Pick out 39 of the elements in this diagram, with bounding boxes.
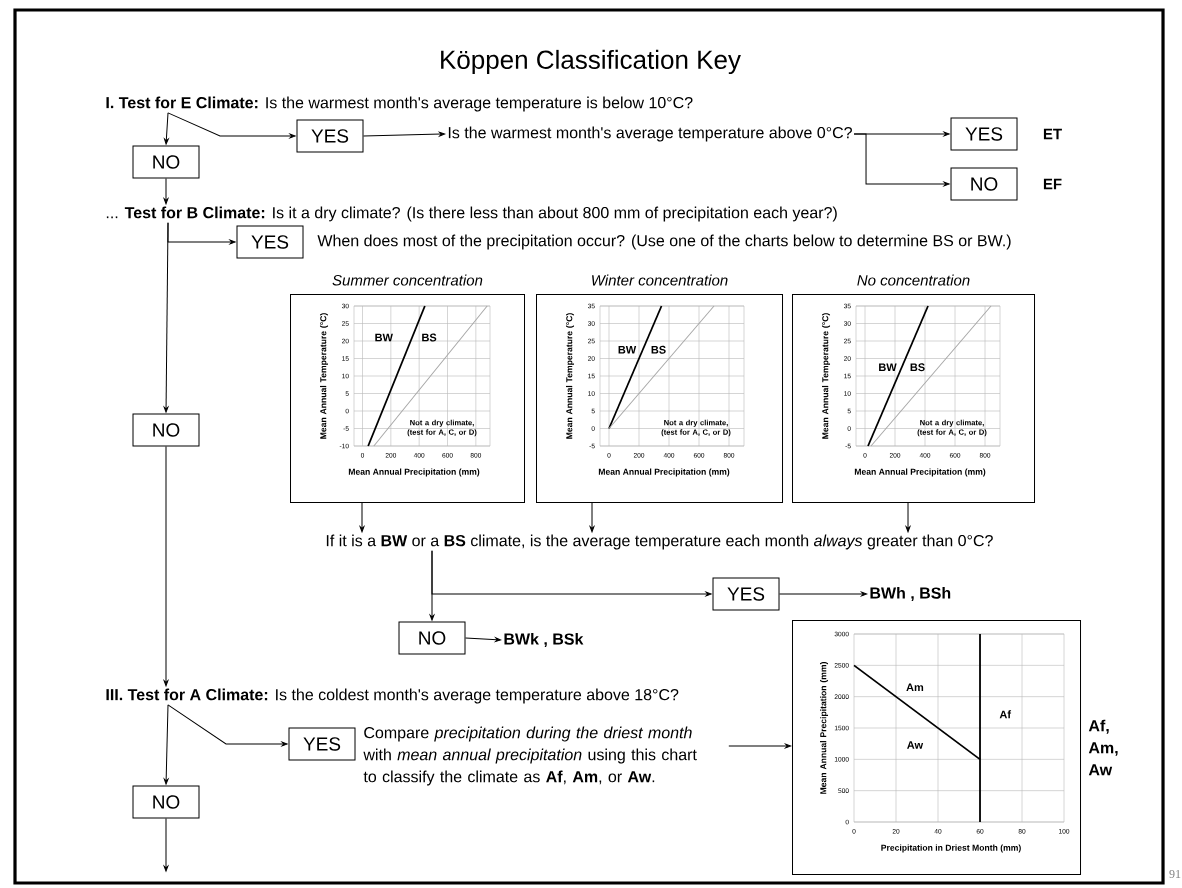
arrow [167,112,296,139]
question-text: ... Test for B Climate: Is it a dry climate? (Is there less than about 800 mm of precipitation each year?) [106,206,837,222]
answer-box: YES [236,225,304,259]
question-text: I. Test for E Climate: Is the warmest month's average temperature is below 10°C? [106,96,693,112]
answer-box: YES [288,727,356,761]
arrow [359,502,365,533]
answer-box: YES [296,119,364,153]
arrow [905,502,911,533]
answer-box: NO [132,785,200,819]
answer-box: NO [132,413,200,447]
arrow [779,591,868,597]
arrow [465,637,502,643]
result-text: BWk , BSk [504,632,584,648]
arrow [163,178,169,205]
answer-box: YES [712,577,780,611]
arrow [167,704,288,747]
arrow [163,704,169,785]
result-text: BWh , BSh [870,586,951,602]
arrow [429,550,435,621]
answer-box: NO [398,621,466,655]
arrow [728,743,792,749]
arrow [163,818,169,872]
result-text: Af, Am, Aw [1088,719,1118,776]
question-text: If it is a BW or a BS climate, is the average temperature each month always greater than 0°C? [326,534,993,550]
instruction-text: Compare precipitation during the driest month with mean annual precipitation using this chart to classify the climate as Af, Am, or Aw. [363,726,697,786]
arrow [363,131,446,137]
chart-panel [792,620,1081,875]
arrow [163,222,169,413]
question-text: III. Test for A Climate: Is the coldest month's average temperature above 18°C? [106,688,679,704]
question-text: When does most of the precipitation occur? (Use one of the charts below to determine BS or BW.) [317,234,1011,250]
answer-box: NO [950,167,1018,201]
answer-box: YES [950,117,1018,151]
arrow [853,133,950,187]
answer-box: NO [132,145,200,179]
arrow [589,502,595,533]
title: Köppen Classification Key [441,49,741,75]
question-text: Is the warmest month's average temperature above 0°C? [448,126,852,142]
arrow [164,112,169,145]
arrow [163,446,169,687]
